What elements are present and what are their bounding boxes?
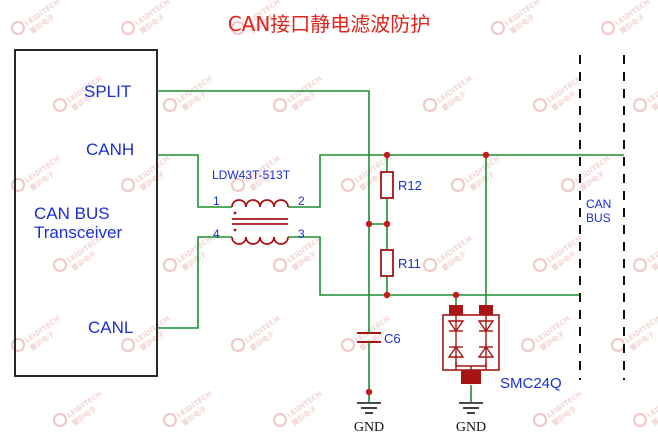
- ground-symbol-right: [459, 402, 483, 414]
- choke-dot-bottom: [233, 228, 237, 232]
- resistor-r11-label: R11: [398, 256, 421, 271]
- transceiver-box: [14, 49, 158, 377]
- choke-part-number: LDW43T-513T: [212, 168, 291, 182]
- canl-out-wire: [288, 236, 580, 296]
- transceiver-name-line1: CAN BUS: [34, 204, 110, 223]
- svg-text:LEIDITECH: LEIDITECH: [646, 75, 658, 105]
- capacitor-c6: [357, 330, 381, 345]
- svg-text:LEIDITECH: LEIDITECH: [646, 235, 658, 265]
- tvs-label: SMC24Q: [500, 375, 562, 392]
- wires: [157, 90, 624, 402]
- choke-pin-3: 3: [298, 227, 305, 241]
- choke-pin-2: 2: [298, 194, 305, 208]
- junction-dots: [365, 151, 490, 396]
- ground-symbol-left: [357, 402, 381, 414]
- tvs-smc24q: [442, 305, 500, 384]
- svg-text:LEIDITECH: LEIDITECH: [646, 390, 658, 420]
- choke-pin-4: 4: [213, 227, 220, 241]
- choke-symbol: [231, 199, 289, 245]
- bus-label-line1: CAN: [586, 197, 611, 211]
- choke-pin-1: 1: [213, 194, 220, 208]
- pin-canh-label: CANH: [86, 140, 134, 159]
- resistor-r12: [380, 171, 394, 199]
- capacitor-c6-label: C6: [384, 331, 401, 346]
- pin-split-label: SPLIT: [84, 82, 131, 101]
- canh-out-wire: [288, 154, 624, 208]
- ground-left-label: GND: [354, 420, 384, 435]
- canh-in-wire: [157, 154, 232, 208]
- resistor-r12-label: R12: [398, 178, 422, 193]
- diagram-title: CAN接口静电滤波防护: [228, 12, 431, 36]
- ground-right-label: GND: [456, 420, 486, 435]
- transceiver-name-line2: Transceiver: [34, 223, 123, 242]
- bus-label-line2: BUS: [586, 211, 611, 225]
- split-wire: [157, 90, 370, 330]
- canl-in-wire: [157, 236, 232, 329]
- pin-canl-label: CANL: [88, 318, 133, 337]
- choke-top-coil: [231, 199, 289, 208]
- choke-dot-top: [233, 211, 237, 215]
- choke-bottom-coil: [231, 236, 289, 245]
- resistor-r11: [380, 249, 394, 277]
